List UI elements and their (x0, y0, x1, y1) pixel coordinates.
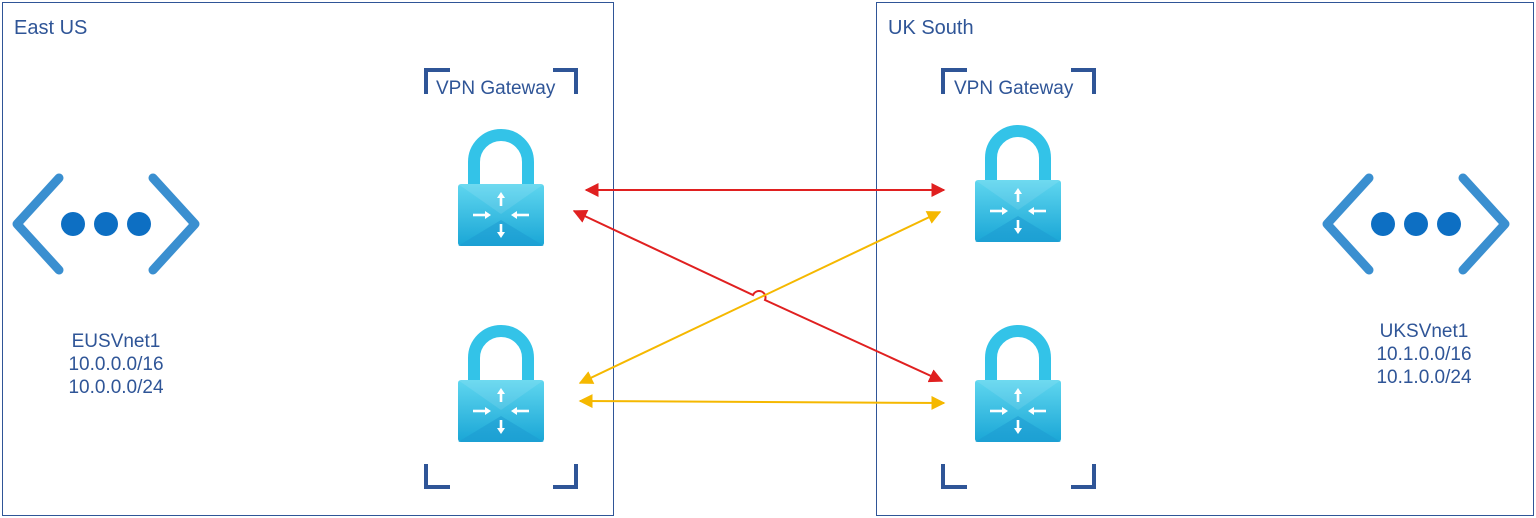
vnet-info-east: EUSVnet1 10.0.0.0/16 10.0.0.0/24 (36, 330, 196, 399)
vnet-name: UKSVnet1 (1379, 321, 1469, 342)
vpn-gateway-lock-icon (975, 331, 1061, 442)
vnet-subnet: 10.1.0.0/24 (1376, 367, 1472, 388)
region-east-us: East US (2, 2, 614, 516)
vpn-gateway-lock-icon (458, 331, 544, 442)
vpn-gateway-lock-icon (458, 135, 544, 246)
region-title: East US (14, 17, 88, 39)
vnet-address-space: 10.1.0.0/16 (1376, 344, 1472, 365)
vnet-name: EUSVnet1 (71, 331, 161, 352)
virtual-network-icon (17, 178, 195, 270)
vnet-info-uk: UKSVnet1 10.1.0.0/16 10.1.0.0/24 (1344, 320, 1504, 389)
vpn-gateway-label: VPN Gateway (436, 78, 556, 99)
vpn-gateway-lock-icon (975, 131, 1061, 242)
vnet-address-space: 10.0.0.0/16 (68, 354, 164, 375)
connection-yellow-east2-uk2 (578, 394, 946, 410)
region-title: UK South (888, 17, 974, 39)
connection-yellow-east2-uk1 (578, 211, 942, 384)
gateway-frame-east (424, 68, 578, 489)
vpn-gateway-label: VPN Gateway (954, 78, 1074, 99)
vnet-subnet: 10.0.0.0/24 (68, 377, 164, 398)
virtual-network-icon (1327, 178, 1505, 270)
gateway-frame-uk (941, 68, 1096, 489)
